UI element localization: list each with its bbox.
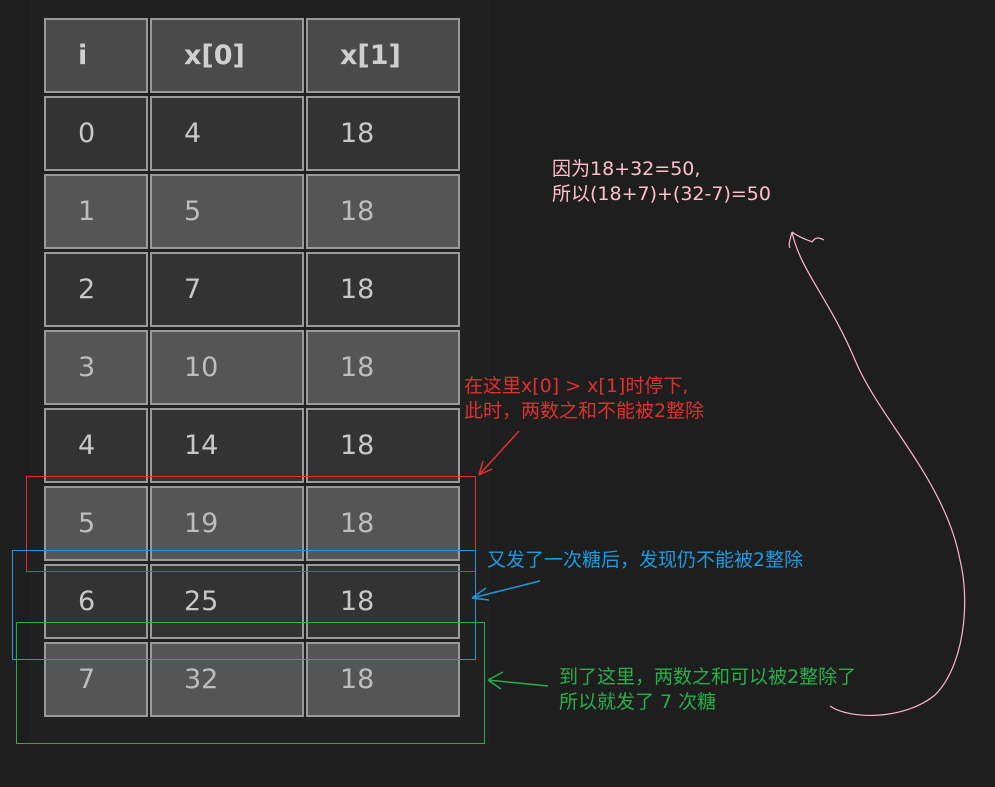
red-highlight-box <box>26 476 476 572</box>
table-cell: 4 <box>150 96 304 171</box>
table-cell: 7 <box>150 252 304 327</box>
table-cell: 5 <box>44 486 148 561</box>
table-cell: 0 <box>44 96 148 171</box>
table-cell: 25 <box>150 564 304 639</box>
table-cell: 18 <box>306 486 460 561</box>
table-cell: 14 <box>150 408 304 483</box>
note-line: 又发了一次糖后，发现仍不能被2整除 <box>487 549 804 571</box>
not-divisible-note: 又发了一次糖后，发现仍不能被2整除 <box>487 548 803 573</box>
table-cell: 4 <box>44 408 148 483</box>
table-cell: 1 <box>44 174 148 249</box>
table-cell: 18 <box>306 330 460 405</box>
table-cell: 32 <box>150 642 304 717</box>
table-header-x0: x[0] <box>150 18 304 93</box>
table-cell: 18 <box>306 642 460 717</box>
green-highlight-box <box>16 622 485 744</box>
note-line: 此时，两数之和不能被2整除 <box>464 400 705 422</box>
table-cell: 18 <box>306 96 460 171</box>
table-cell: 6 <box>44 564 148 639</box>
table-cell: 10 <box>150 330 304 405</box>
table-cell: 18 <box>306 174 460 249</box>
red-arrow <box>478 430 520 476</box>
table-cell: 18 <box>306 564 460 639</box>
note-line: 所以(18+7)+(32-7)=50 <box>552 183 771 205</box>
green-arrow <box>487 671 549 690</box>
blue-highlight-box <box>12 550 476 660</box>
table-cell: 7 <box>44 642 148 717</box>
table-cell: 19 <box>150 486 304 561</box>
blue-arrow <box>471 580 541 601</box>
note-line: 在这里x[0] > x[1]时停下, <box>464 375 689 397</box>
table-header-x1: x[1] <box>306 18 460 93</box>
sum-explanation-note: 因为18+32=50, 所以(18+7)+(32-7)=50 <box>552 157 771 207</box>
note-line: 因为18+32=50, <box>552 158 701 180</box>
table-header-i: i <box>44 18 148 93</box>
note-line: 所以就发了 7 次糖 <box>559 691 717 713</box>
table-cell: 3 <box>44 330 148 405</box>
divisible-note: 到了这里，两数之和可以被2整除了 所以就发了 7 次糖 <box>559 665 856 715</box>
table-cell: 18 <box>306 408 460 483</box>
table-cell: 18 <box>306 252 460 327</box>
pink-loop-curve <box>788 231 966 716</box>
table-cell: 5 <box>150 174 304 249</box>
table-cell: 2 <box>44 252 148 327</box>
stop-condition-note: 在这里x[0] > x[1]时停下, 此时，两数之和不能被2整除 <box>464 374 704 424</box>
note-line: 到了这里，两数之和可以被2整除了 <box>559 666 857 688</box>
